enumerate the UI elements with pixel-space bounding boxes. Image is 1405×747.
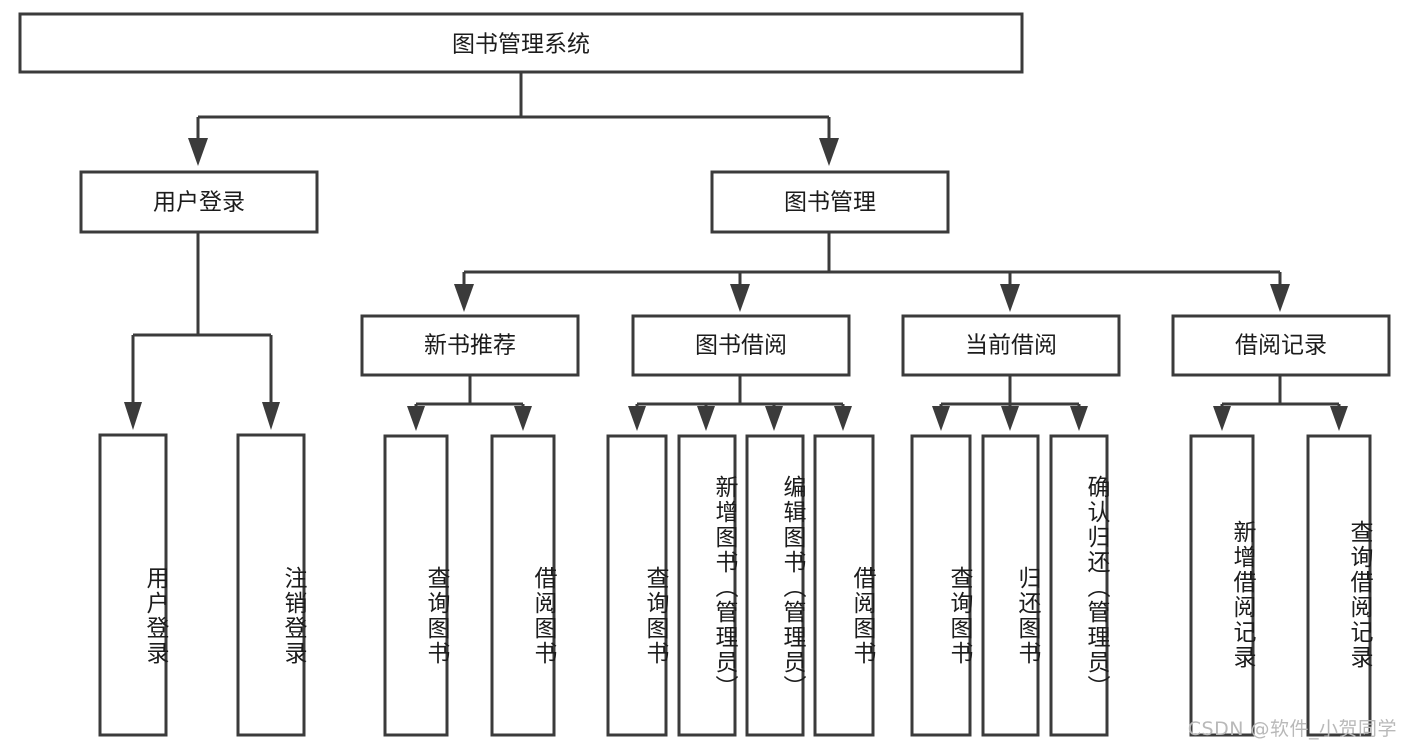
node-book-borrow-box[interactable] [631, 314, 851, 377]
node-borrow-records-box[interactable] [1171, 314, 1391, 377]
arrow-bookmanage-to-book-borrow [730, 284, 750, 312]
arrow-newbook-leaf-1 [407, 406, 425, 431]
leaf-box-user-login-1[interactable] [98, 433, 168, 737]
node-user-login[interactable]: 用户登录 [79, 170, 319, 234]
node-current-borrow-box[interactable] [901, 314, 1121, 377]
leaf-box-current-borrow-2[interactable] [981, 434, 1040, 737]
arrow-currentborrow-leaf-1 [932, 406, 950, 431]
node-borrow-records-label: 借阅记录 [1235, 333, 1327, 359]
connector-group-book-borrow [628, 375, 852, 431]
node-new-book-recommend-box[interactable] [360, 314, 580, 377]
leaf-box-current-borrow-3[interactable] [1049, 434, 1109, 737]
arrow-currentborrow-leaf-2 [1001, 406, 1019, 431]
leaf-box-new-book-1[interactable] [383, 434, 449, 737]
watermark-text: CSDN @软件_小贺同学 [1187, 718, 1397, 740]
arrow-userlogin-leaf-2 [262, 402, 280, 430]
node-new-book-recommend-label: 新书推荐 [424, 333, 516, 359]
node-user-login-label: 用户登录 [153, 190, 245, 216]
arrow-bookborrow-leaf-2 [697, 406, 715, 431]
leaf-box-user-login-2[interactable] [236, 433, 306, 737]
node-book-manage[interactable]: 图书管理 [710, 170, 950, 234]
leaf-box-book-borrow-1[interactable] [606, 434, 668, 737]
arrow-bookborrow-leaf-3 [765, 406, 783, 431]
node-root-box[interactable] [18, 12, 1024, 74]
arrow-bookborrow-leaf-4 [834, 406, 852, 431]
connector-group-root [188, 72, 839, 166]
node-new-book-recommend[interactable]: 新书推荐 [360, 314, 580, 377]
node-borrow-records[interactable]: 借阅记录 [1171, 314, 1391, 377]
arrow-bookmanage-to-current-borrow [1000, 284, 1020, 312]
leaf-box-book-borrow-3[interactable] [745, 434, 805, 737]
leaf-box-book-borrow-4[interactable] [813, 434, 875, 737]
connector-group-new-book [407, 375, 532, 431]
arrow-userlogin-leaf-1 [124, 402, 142, 430]
connector-group-user-login [124, 232, 280, 430]
arrow-newbook-leaf-2 [514, 406, 532, 431]
node-book-manage-label: 图书管理 [784, 190, 876, 216]
node-book-borrow-label: 图书借阅 [695, 333, 787, 359]
connector-group-current-borrow [932, 375, 1088, 431]
connector-group-borrow-records [1213, 375, 1348, 431]
leaf-box-new-book-2[interactable] [490, 434, 556, 737]
leaf-box-records-1[interactable] [1189, 434, 1255, 737]
node-book-manage-box[interactable] [710, 170, 950, 234]
node-book-borrow[interactable]: 图书借阅 [631, 314, 851, 377]
node-current-borrow[interactable]: 当前借阅 [901, 314, 1121, 377]
arrow-bookmanage-to-records [1270, 284, 1290, 312]
leaf-box-book-borrow-2[interactable] [677, 434, 737, 737]
leaf-box-current-borrow-1[interactable] [910, 434, 972, 737]
arrow-currentborrow-leaf-3 [1070, 406, 1088, 431]
arrow-root-to-book-manage [819, 138, 839, 166]
arrow-records-leaf-1 [1213, 406, 1231, 431]
node-root[interactable]: 图书管理系统 [18, 12, 1024, 74]
arrow-bookmanage-to-new-book [454, 284, 474, 312]
leaf-box-records-2[interactable] [1306, 434, 1372, 737]
arrow-bookborrow-leaf-1 [628, 406, 646, 431]
arrow-root-to-user-login [188, 138, 208, 166]
connector-group-book-manage [454, 232, 1290, 312]
node-current-borrow-label: 当前借阅 [965, 333, 1057, 359]
arrow-records-leaf-2 [1330, 406, 1348, 431]
node-user-login-box[interactable] [79, 170, 319, 234]
node-root-label: 图书管理系统 [452, 32, 590, 58]
